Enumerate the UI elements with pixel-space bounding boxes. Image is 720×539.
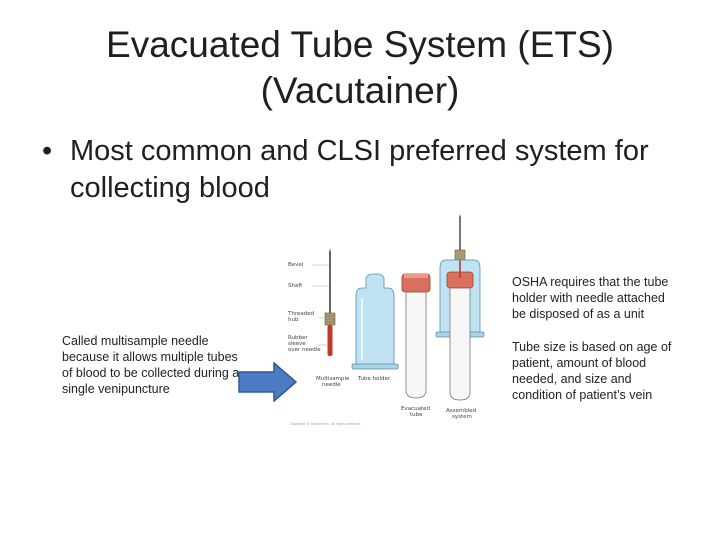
label-sleeve-1: Rubber	[288, 335, 308, 341]
label-bevel: Bevel	[288, 262, 304, 268]
label-hub-1: Threaded	[287, 311, 314, 317]
title-line-2: (Vacutainer)	[260, 70, 460, 111]
label-assembled-2: system	[452, 414, 472, 420]
right-note-tube-size: Tube size is based on age of patient, am…	[512, 340, 672, 402]
label-holder: Tube holder	[357, 376, 391, 382]
label-tube-1: Evacuated	[401, 406, 430, 412]
ets-diagram: Bevel Shaft Threaded hub Rubber sleeve o…	[287, 214, 485, 426]
label-assembled-1: Assembled	[446, 408, 476, 414]
label-shaft: Shaft	[288, 283, 303, 289]
label-tube-2: tube	[410, 412, 423, 418]
label-sleeve-2: sleeve	[288, 341, 306, 347]
label-needle-2: needle	[322, 382, 341, 388]
right-arrow-icon	[238, 362, 298, 402]
title-line-1: Evacuated Tube System (ETS)	[106, 24, 614, 65]
right-note-osha: OSHA requires that the tube holder with …	[512, 275, 669, 321]
rubber-sleeve	[327, 325, 333, 356]
tube-glass	[405, 289, 427, 399]
assembled-system	[435, 214, 485, 401]
evacuated-tube	[401, 273, 431, 399]
holder-flange	[351, 363, 399, 370]
arrow-shape	[238, 362, 298, 402]
bullet-symbol: •	[42, 135, 53, 167]
label-sleeve-3: over needle	[288, 347, 321, 353]
figure-credit: Copyright © Elsevier Inc. All rights res…	[290, 422, 361, 426]
needle-bevel	[328, 248, 332, 254]
holder-body	[355, 273, 395, 367]
right-note: OSHA requires that the tube holder with …	[512, 274, 672, 420]
label-hub-2: hub	[288, 317, 299, 323]
multisample-needle	[324, 248, 336, 356]
label-needle-1: Multisample	[316, 376, 350, 382]
left-note: Called multisample needle because it all…	[62, 334, 240, 396]
tube-holder	[351, 273, 399, 370]
slide-title: Evacuated Tube System (ETS) (Vacutainer)	[0, 22, 720, 114]
bullet-text: Most common and CLSI preferred system fo…	[70, 135, 649, 204]
